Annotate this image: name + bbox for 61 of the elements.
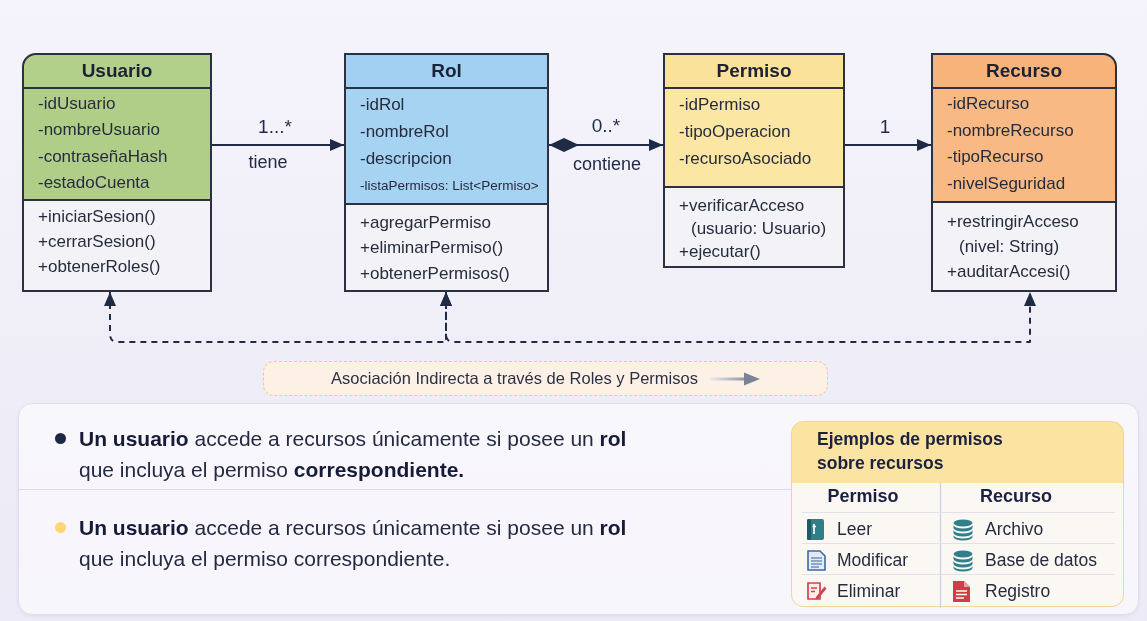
attribute-text: -recursoAsociado: [679, 148, 813, 170]
method-text: +ejecutar(): [679, 240, 761, 263]
bullet-text: Un usuario accede a recursos únicamente si posee un rol que incluya el permiso correspondiente.: [79, 426, 628, 483]
table-entry: Base de datos: [985, 549, 1097, 571]
class-box: [344, 53, 549, 292]
column-heading: Permiso: [827, 485, 899, 507]
class-name: Recurso: [986, 59, 1062, 83]
method-text: +obtenerRoles(): [38, 255, 161, 278]
association-arrow: [844, 139, 932, 151]
attribute-text: -nombreRecurso: [947, 119, 1075, 142]
attribute-text: -estadoCuenta: [38, 171, 151, 194]
attribute-text: -idUsuario: [38, 93, 117, 115]
multiplicity-label: 1...*: [258, 116, 292, 138]
bullet-text: Un usuario accede a recursos únicamente si posee un rol que incluya el permiso correspondiente.: [79, 515, 628, 572]
table-entry: Leer: [837, 518, 873, 540]
attribute-text: -contraseñaHash: [38, 145, 169, 168]
info-panel: [18, 403, 1139, 615]
class-box: [663, 53, 845, 268]
attribute-text: -nivelSeguridad: [947, 172, 1067, 195]
attributes-compartment: [24, 87, 210, 199]
examples-table: [791, 421, 1124, 607]
class-name: Usuario: [81, 59, 153, 83]
class-box: [931, 53, 1117, 292]
multiplicity-label: 1: [879, 116, 891, 138]
class-name: Rol: [431, 59, 462, 83]
attributes-compartment: [346, 87, 547, 203]
attribute-text: -idRol: [360, 94, 406, 116]
note-text: Asociación Indirecta a través de Roles y Permisos: [331, 369, 698, 388]
method-text: +auditarAccesi(): [947, 260, 1071, 283]
attribute-text: -idRecurso: [947, 93, 1031, 115]
attribute-text: -idPermiso: [679, 94, 762, 116]
table-entry: Archivo: [985, 518, 1044, 540]
method-text: +restringirAcceso (nivel: String): [947, 210, 1080, 258]
table-title: Ejemplos de permisos sobre recursos: [817, 428, 1004, 475]
edge-label: tiene: [248, 151, 288, 173]
note-banner: [263, 361, 828, 396]
table-entry: Registro: [985, 580, 1051, 602]
attribute-text: -tipoOperacion: [679, 121, 792, 143]
multiplicity-label: 0..*: [591, 115, 621, 137]
method-text: +eliminarPermiso(): [360, 237, 504, 259]
table-entry: Eliminar: [837, 580, 901, 602]
method-text: +obtenerPermisos(): [360, 262, 510, 285]
attribute-text: -listaPermisos: List<Permiso>: [360, 177, 539, 195]
edge-label: contiene: [572, 153, 642, 175]
association-arrow: [211, 139, 345, 151]
attributes-compartment: [933, 87, 1115, 201]
method-text: +agregarPermiso: [360, 211, 491, 234]
attributes-compartment: [665, 87, 843, 186]
method-text: +cerrarSesion(): [38, 230, 156, 253]
column-heading: Recurso: [980, 485, 1052, 507]
attribute-text: -tipoRecurso: [947, 146, 1045, 168]
class-name: Permiso: [716, 59, 792, 83]
class-box: [22, 53, 212, 292]
method-text: +verificarAcceso (usuario: Usuario): [679, 194, 828, 240]
dependency-arrow: [440, 291, 1036, 343]
attribute-text: -nombreUsuario: [38, 119, 161, 142]
composition-arrow: [548, 138, 664, 152]
table-entry: Modificar: [837, 549, 908, 571]
attribute-text: -nombreRol: [360, 121, 450, 143]
method-text: +iniciarSesion(): [38, 205, 156, 228]
attribute-text: -descripcion: [360, 148, 453, 170]
